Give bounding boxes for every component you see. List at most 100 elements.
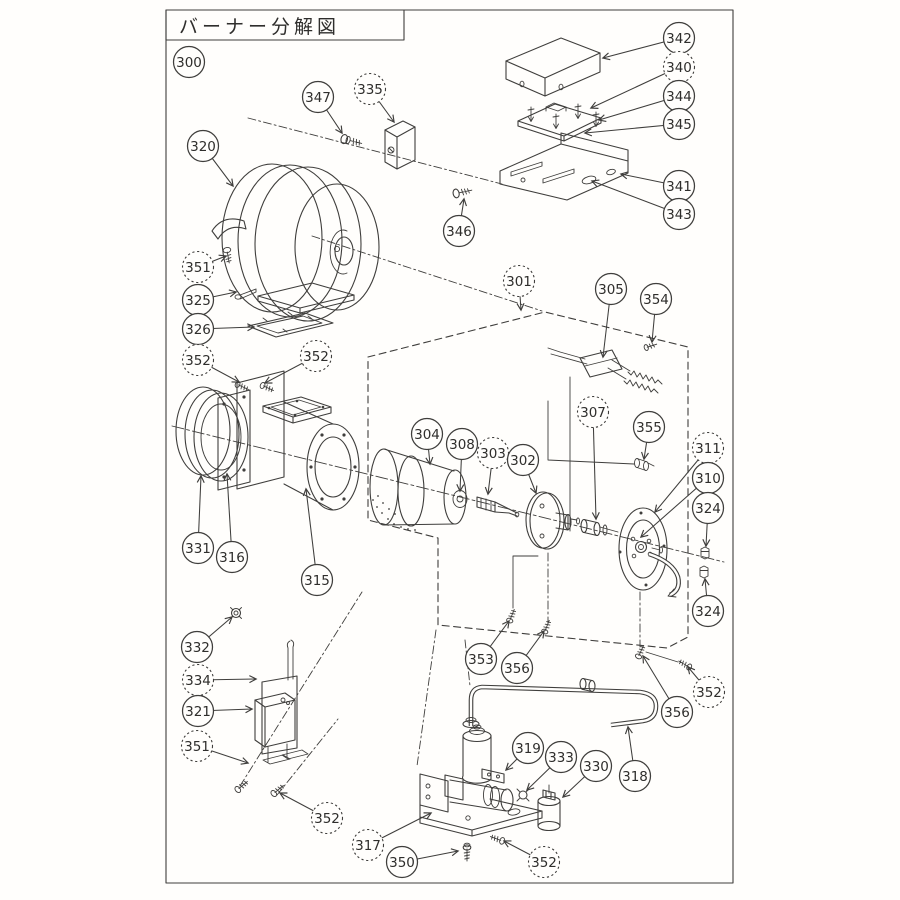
- callout-bubble: [511, 731, 545, 765]
- pump-motor: [461, 724, 492, 784]
- baffle-disc-302: [525, 491, 580, 550]
- part-number: 354: [643, 292, 669, 308]
- screw-356-right: [634, 645, 646, 660]
- callout-321: 321: [181, 694, 254, 728]
- part-number: 325: [185, 293, 211, 309]
- callout-bubble: [594, 272, 628, 306]
- callout-bubble: [442, 214, 476, 248]
- transformer-bracket-334: [261, 675, 298, 755]
- callout-341: 341: [619, 169, 696, 203]
- callout-342: 342: [601, 21, 696, 61]
- callout-345: 345: [583, 107, 696, 141]
- pin-325: [234, 288, 257, 300]
- nut-332: [230, 607, 242, 619]
- part-number: 341: [666, 179, 692, 195]
- plate-screws-344-345: [527, 103, 600, 129]
- part-number: 302: [510, 453, 536, 469]
- part-number: 326: [185, 322, 211, 338]
- base-plate-340: [517, 102, 602, 142]
- transformer-leg-1: [262, 746, 291, 765]
- callout-335: 335: [353, 72, 395, 124]
- part-number: 321: [185, 704, 211, 720]
- callout-318: 318: [618, 725, 652, 793]
- leader-line: [591, 411, 600, 521]
- callout-308: 308: [445, 427, 479, 493]
- callout-bubble: [544, 740, 578, 774]
- callout-bubble: [445, 427, 479, 461]
- screw-351-bottom: [234, 780, 248, 794]
- part-number: 344: [666, 89, 692, 105]
- part-number: 351: [184, 739, 210, 755]
- part-number: 305: [598, 282, 624, 298]
- callout-331: 331: [181, 474, 215, 565]
- nut-333: [516, 788, 530, 802]
- part-number: 316: [219, 550, 245, 566]
- nozzle-303: [476, 496, 520, 518]
- blower-pedestal: [257, 282, 355, 309]
- part-number: 355: [636, 420, 662, 436]
- callout-bubble: [527, 845, 561, 879]
- callout-352: 352: [181, 343, 241, 383]
- callout-310: 310: [639, 461, 725, 538]
- callout-319: 319: [504, 731, 545, 772]
- callout-bubble: [662, 197, 696, 231]
- callout-bubble: [353, 72, 387, 106]
- screw-352-bottom-left: [270, 784, 284, 798]
- callout-bubble: [215, 540, 249, 574]
- callout-bubble: [502, 264, 536, 298]
- part-number: 332: [184, 640, 210, 656]
- callout-352: 352: [263, 339, 333, 384]
- callout-bubble: [691, 594, 725, 628]
- callout-333: 333: [525, 740, 578, 792]
- screw-353: [506, 608, 516, 624]
- callout-354: 354: [639, 282, 673, 344]
- capacitor-box-335: [384, 120, 416, 170]
- nut-324-lower: [699, 565, 709, 579]
- callout-bubble: [181, 250, 215, 284]
- callout-324: 324: [691, 577, 725, 628]
- screw-347: [340, 133, 363, 146]
- part-number: 353: [468, 652, 494, 668]
- callout-bubble: [186, 129, 220, 163]
- part-number: 311: [695, 441, 721, 457]
- callout-302: 302: [506, 443, 540, 495]
- part-number: 308: [449, 437, 475, 453]
- callout-bubble: [299, 339, 333, 373]
- callout-bubble: [181, 343, 215, 377]
- callout-355: 355: [632, 410, 666, 461]
- part-number: 334: [185, 673, 211, 689]
- callout-330: 330: [561, 749, 613, 798]
- fitting-307: [580, 518, 619, 537]
- transformer-wires: [286, 639, 295, 681]
- callout-bubble: [500, 651, 534, 685]
- callout-bubble: [181, 531, 215, 565]
- callout-bubble: [506, 443, 540, 477]
- slot-hole-343: [581, 175, 597, 185]
- page-frame: バーナー分解図: [165, 9, 734, 884]
- callout-bubble: [579, 749, 613, 783]
- callout-303: 303: [476, 436, 510, 496]
- callout-324: 324: [691, 491, 725, 548]
- callout-343: 343: [590, 179, 696, 231]
- part-number: 352: [185, 353, 211, 369]
- pipe-flange: [462, 719, 480, 729]
- electrode-assembly-305: [547, 347, 663, 394]
- callout-bubble: [310, 801, 344, 835]
- callout-bubble: [692, 675, 726, 709]
- callout-344: 344: [597, 79, 696, 123]
- part-number: 319: [515, 741, 541, 757]
- callout-bubble: [691, 491, 725, 525]
- callout-bubble: [172, 45, 206, 79]
- callout-347: 347: [301, 80, 343, 135]
- part-number: 352: [696, 685, 722, 701]
- callout-300: 300: [172, 45, 206, 79]
- callout-351: 351: [181, 250, 228, 284]
- part-number: 356: [504, 661, 530, 677]
- subassembly-boundary: [367, 311, 689, 649]
- callout-bubble: [660, 695, 694, 729]
- callout-352: 352: [278, 792, 344, 835]
- screw-354: [643, 343, 658, 351]
- callout-332: 332: [180, 616, 234, 664]
